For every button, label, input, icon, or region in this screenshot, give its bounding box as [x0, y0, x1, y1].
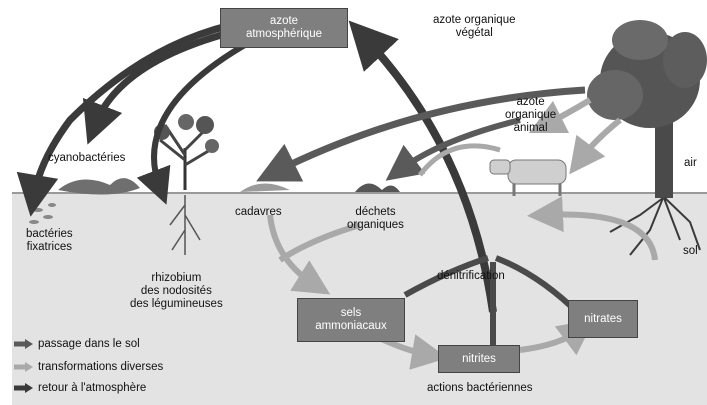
arrow-light-icon — [14, 361, 34, 373]
legend-item-transformations: transformations diverses — [14, 361, 163, 373]
arrow-mid-icon — [14, 338, 34, 350]
label-cyanobacteria: cyanobactéries — [48, 152, 125, 165]
label-rhizobium: rhizobium des nodosités des légumineuses — [130, 272, 223, 311]
label-denitrification: dénitrification — [437, 270, 505, 283]
box-nitrates: nitrates — [568, 300, 638, 338]
label-air: air — [684, 157, 697, 170]
label-organic-waste: déchets organiques — [347, 206, 404, 232]
arrow-dark-icon — [14, 382, 34, 394]
box-atmospheric-nitrogen: azote atmosphérique — [220, 8, 348, 48]
label-fixing-bacteria: bactéries fixatrices — [26, 228, 73, 254]
label-carcasses: cadavres — [235, 206, 282, 219]
label-animal-organic-nitrogen: azote organique animal — [505, 96, 556, 135]
label-soil: sol — [683, 245, 698, 258]
organic-waste-icon — [355, 183, 400, 192]
box-ammonium-salts: sels ammoniacaux — [297, 298, 405, 342]
label-plant-organic-nitrogen: azote organique végétal — [433, 14, 515, 40]
carcass-icon — [240, 183, 290, 192]
legend-item-passage: passage dans le sol — [14, 338, 140, 350]
legend-item-return: retour à l'atmosphère — [14, 382, 146, 394]
animal-icon — [490, 160, 566, 196]
box-nitrites: nitrites — [438, 345, 520, 373]
label-bacterial-actions: actions bactériennes — [427, 382, 532, 395]
